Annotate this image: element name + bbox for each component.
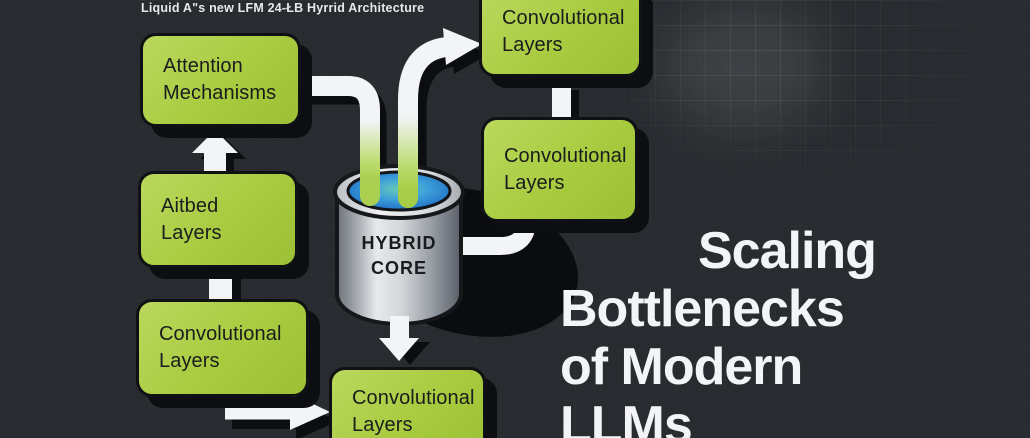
connector-right-vertical bbox=[552, 84, 571, 122]
headline-line: Scaling bbox=[698, 222, 877, 280]
box-conv-top-right: Convolutional Layers bbox=[479, 0, 642, 77]
box-attention-mechanisms: Attention Mechanisms bbox=[140, 33, 301, 127]
box-aitbed-layers: Aitbed Layers bbox=[138, 171, 298, 268]
box-label: Convolutional Layers bbox=[502, 6, 625, 56]
arrow-right-icon bbox=[290, 393, 330, 430]
headline-line: of Modern bbox=[560, 338, 803, 396]
box-label: Attention Mechanisms bbox=[163, 55, 277, 104]
hybrid-core-label: HYBRID CORE bbox=[361, 233, 437, 278]
box-label: Aitbed Layers bbox=[161, 194, 222, 244]
pipe-core-to-conv-top-right bbox=[398, 37, 456, 208]
arrow-right-icon bbox=[443, 28, 482, 65]
pipe-attention-to-core bbox=[291, 76, 380, 206]
arrow-down-shaft bbox=[390, 316, 409, 340]
box-conv-bottom-center: Convolutional Layers bbox=[329, 367, 486, 438]
connector-left-vertical bbox=[209, 261, 232, 305]
headline-line: Bottlenecks bbox=[560, 280, 845, 338]
arrow-up-icon bbox=[192, 130, 238, 176]
box-label: Convolutional Layers bbox=[352, 387, 475, 436]
box-conv-bottom-left: Convolutional Layers bbox=[136, 299, 309, 397]
arrow-down-icon bbox=[379, 338, 419, 361]
headline: Scaling Bottlenecks of Modern LLMs bbox=[560, 222, 877, 438]
diagram-title: Liquid A"s new LFM 24-ŁB Hyrrid Architec… bbox=[141, 1, 425, 15]
headline-line: LLMs bbox=[560, 396, 693, 438]
box-label: Convolutional Layers bbox=[504, 144, 627, 194]
box-label: Convolutional Layers bbox=[159, 323, 282, 372]
box-conv-right: Convolutional Layers bbox=[481, 117, 638, 222]
